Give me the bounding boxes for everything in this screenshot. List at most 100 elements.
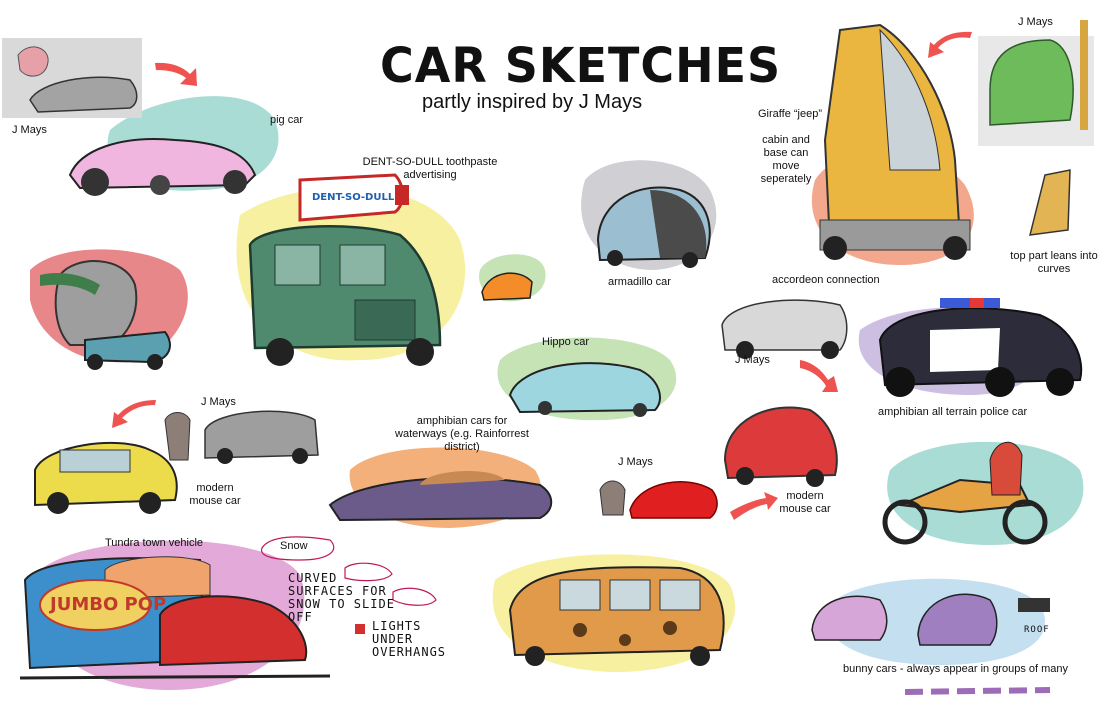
wheel-shape bbox=[821, 341, 839, 359]
red-cab-sketch bbox=[159, 595, 308, 667]
wheel-shape bbox=[823, 236, 847, 260]
red-bubble-car-sketch bbox=[723, 406, 838, 480]
page-title: CAR SKETCHES bbox=[380, 36, 782, 94]
wheel-shape bbox=[538, 401, 552, 415]
snow-cloud-icon bbox=[344, 562, 393, 582]
wheel-shape bbox=[690, 646, 710, 666]
wheel-shape bbox=[882, 499, 928, 545]
sign-shape bbox=[39, 579, 151, 631]
wheel-shape bbox=[633, 403, 647, 417]
wheel-shape bbox=[736, 341, 754, 359]
tube-text: DENT-SO-DULL bbox=[312, 192, 395, 203]
label-modern-mouse-car-right: modern mouse car bbox=[779, 490, 831, 515]
label-dent-so-dull: DENT-SO-DULL toothpaste advertising bbox=[362, 156, 498, 181]
arrow-icon bbox=[800, 360, 838, 392]
small-orange-car bbox=[481, 272, 533, 301]
wheel-shape bbox=[266, 338, 294, 366]
small-lean-sketch bbox=[1029, 169, 1071, 236]
label-amphibian-cars: amphibian cars for waterways (e.g. Rainf… bbox=[395, 415, 529, 453]
wheel-shape bbox=[607, 250, 623, 266]
wheel-shape bbox=[682, 252, 698, 268]
arrow-icon bbox=[730, 492, 778, 520]
wheel-shape bbox=[81, 168, 109, 196]
bus-window-shape bbox=[659, 579, 701, 611]
wheel-shape bbox=[736, 467, 754, 485]
green-car-shape bbox=[989, 39, 1074, 126]
boat-riders-shape bbox=[420, 470, 505, 485]
red-mouse-car-photo bbox=[629, 481, 718, 519]
scarf-shape bbox=[40, 273, 100, 295]
hippo-car-sketch bbox=[508, 362, 661, 414]
label-accordeon: accordeon connection bbox=[772, 274, 880, 286]
mouse-figure bbox=[599, 480, 626, 516]
tube-cap-shape bbox=[395, 185, 409, 205]
label-hippo-car: Hippo car bbox=[542, 336, 590, 348]
bunny-car-row bbox=[904, 687, 1051, 695]
arrow-icon bbox=[112, 400, 156, 428]
wheel-shape bbox=[47, 492, 69, 514]
arrow-icon bbox=[928, 31, 972, 58]
wheel-shape bbox=[147, 354, 163, 370]
amphibian-car-sketch bbox=[328, 476, 553, 522]
bus-window-shape bbox=[609, 579, 651, 611]
mouse-figure bbox=[164, 412, 191, 461]
page-subtitle: partly inspired by J Mays bbox=[422, 91, 643, 113]
label-jmays-top-left: J Mays bbox=[12, 124, 47, 136]
label-police-car: amphibian all terrain police car bbox=[878, 406, 1028, 418]
wheel-shape bbox=[1002, 499, 1048, 545]
label-pig-car: pig car bbox=[270, 114, 304, 126]
spot-shape bbox=[663, 621, 677, 635]
wheel-shape bbox=[223, 170, 247, 194]
car-window-shape bbox=[59, 449, 131, 473]
armadillo-shell-shape bbox=[650, 190, 707, 258]
bunny-car-sketch bbox=[917, 593, 998, 646]
spot-shape bbox=[573, 623, 587, 637]
label-jmays-mouse-mid: J Mays bbox=[618, 456, 653, 468]
label-bunny-cars: bunny cars - always appear in groups of … bbox=[843, 663, 1069, 675]
label-top-part-leans: top part leans into curves bbox=[1010, 250, 1098, 275]
label-armadillo-car: armadillo car bbox=[608, 276, 671, 288]
giraffe-neck-shape bbox=[1080, 20, 1088, 130]
wheel-shape bbox=[139, 492, 161, 514]
truck-sign-text: JUMBO POP bbox=[50, 594, 167, 615]
ski-line bbox=[19, 674, 331, 680]
jeep-glass-shape bbox=[879, 28, 941, 171]
label-jmays-top-right: J Mays bbox=[1018, 16, 1053, 28]
elephant-sketch bbox=[54, 260, 138, 346]
snow-cloud-icon bbox=[392, 587, 437, 606]
pig-head-icon bbox=[17, 46, 49, 77]
label-snow: Snow bbox=[280, 540, 308, 552]
police-suv-photo bbox=[721, 299, 848, 351]
van-window-shape bbox=[339, 244, 386, 286]
label-roof: ROOF bbox=[1024, 625, 1050, 635]
spot-shape bbox=[619, 634, 631, 646]
pig-car-sketch bbox=[68, 138, 257, 190]
light-icon bbox=[355, 624, 365, 634]
wheel-shape bbox=[525, 646, 545, 666]
snow-cloud-icon bbox=[261, 536, 335, 561]
silver-car-shape bbox=[29, 76, 138, 113]
wheel-shape bbox=[806, 469, 824, 487]
bus-window-shape bbox=[559, 579, 601, 611]
wheel-shape bbox=[87, 354, 103, 370]
van-grille-shape bbox=[354, 299, 416, 341]
label-jmays-police: J Mays bbox=[735, 354, 770, 366]
roof-sketch bbox=[1018, 598, 1050, 612]
wheel-shape bbox=[885, 367, 915, 397]
label-modern-mouse-car-left: modern mouse car bbox=[189, 482, 241, 507]
wheel-shape bbox=[1046, 368, 1074, 396]
label-tundra-town: Tundra town vehicle bbox=[105, 537, 204, 549]
wheel-shape bbox=[985, 367, 1015, 397]
label-jmays-mouse-left: J Mays bbox=[201, 396, 236, 408]
van-window-shape bbox=[274, 244, 321, 286]
label-giraffe-jeep: Giraffe “jeep” bbox=[758, 108, 822, 120]
wheel-shape bbox=[292, 448, 308, 464]
wheel-shape bbox=[943, 236, 967, 260]
label-cabin-base: cabin and base can move seperately bbox=[760, 134, 812, 185]
label-curved-surfaces: CURVED SURFACES FOR SNOW TO SLIDE OFF bbox=[288, 571, 395, 624]
arrow-icon bbox=[155, 62, 197, 86]
police-panel-shape bbox=[930, 328, 1000, 372]
wheel-shape bbox=[150, 175, 170, 195]
wheel-shape bbox=[406, 338, 434, 366]
